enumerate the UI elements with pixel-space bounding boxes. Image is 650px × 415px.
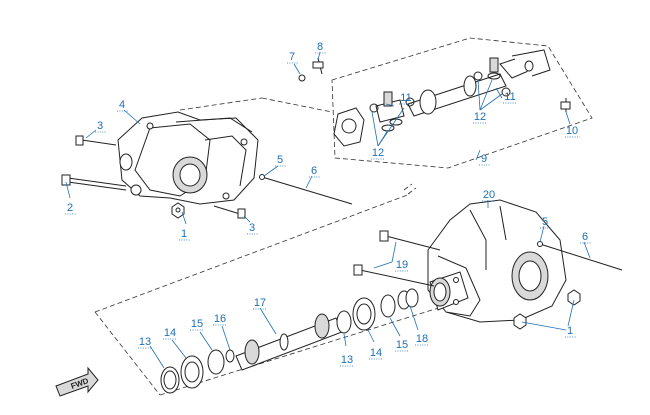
callout-3-bottom: 3 (249, 222, 255, 234)
callout-6-front: 6 (311, 165, 317, 177)
front-long-bolt-6 (259, 174, 353, 205)
callout-11-right: 11 (504, 91, 515, 103)
callout-20: 20 (483, 189, 495, 201)
callout-12-right: 12 (474, 111, 486, 123)
callout-7: 7 (289, 51, 295, 63)
callout-3-top: 3 (97, 120, 103, 132)
callout-2: 2 (67, 202, 73, 214)
front-nut-1 (171, 202, 185, 219)
callout-6-rear: 6 (582, 231, 588, 243)
rear-nuts-1 (513, 289, 581, 330)
snap-ring-15-right (380, 294, 396, 318)
callout-8: 8 (317, 41, 323, 53)
callout-18: 18 (416, 333, 428, 345)
front-bolt-2 (61, 174, 127, 191)
propeller-shaft (333, 49, 551, 147)
front-bolt-3-top (75, 135, 117, 146)
callouts: 1 1 2 3 3 4 5 5 6 (65, 41, 591, 369)
rear-group-outline (94, 183, 561, 396)
callout-4: 4 (119, 99, 125, 111)
front-differential-housing (117, 111, 259, 205)
rear-differential-housing (427, 199, 567, 323)
bolt-10 (560, 98, 571, 112)
callout-14-right: 14 (370, 347, 382, 359)
callout-11-left: 11 (400, 92, 411, 104)
callout-15-right: 15 (396, 339, 408, 351)
callout-1-front: 1 (181, 228, 187, 240)
seal-ring-13-right (336, 310, 352, 334)
callout-10: 10 (566, 125, 578, 137)
input-shaft-17 (235, 313, 343, 371)
callout-1-rear: 1 (567, 325, 573, 337)
callout-5-rear: 5 (542, 216, 548, 228)
rear-bolt-19-top (379, 230, 441, 251)
callout-15-left: 15 (191, 318, 203, 330)
callout-9: 9 (481, 153, 487, 165)
forward-direction-badge: FWD (55, 366, 99, 397)
callout-13-right: 13 (341, 354, 353, 366)
washer-16 (225, 349, 235, 363)
snap-ring-15-left (207, 349, 225, 375)
callout-17: 17 (254, 297, 266, 309)
spacer-18 (397, 288, 419, 310)
callout-13-left: 13 (139, 336, 151, 348)
seal-ring-13-left (160, 366, 180, 394)
front-bolt-3-bottom (213, 205, 246, 219)
callout-14-left: 14 (164, 327, 176, 339)
propshaft-group-outline (179, 37, 593, 169)
bearing-14-left (180, 355, 204, 389)
callout-16: 16 (214, 313, 226, 325)
rear-bolt-19-bottom (353, 264, 435, 287)
bolt-7-8 (298, 57, 324, 82)
bearing-14-right (352, 297, 376, 331)
callout-5-front: 5 (277, 154, 283, 166)
callout-19: 19 (396, 259, 408, 271)
callout-12-left: 12 (372, 147, 384, 159)
